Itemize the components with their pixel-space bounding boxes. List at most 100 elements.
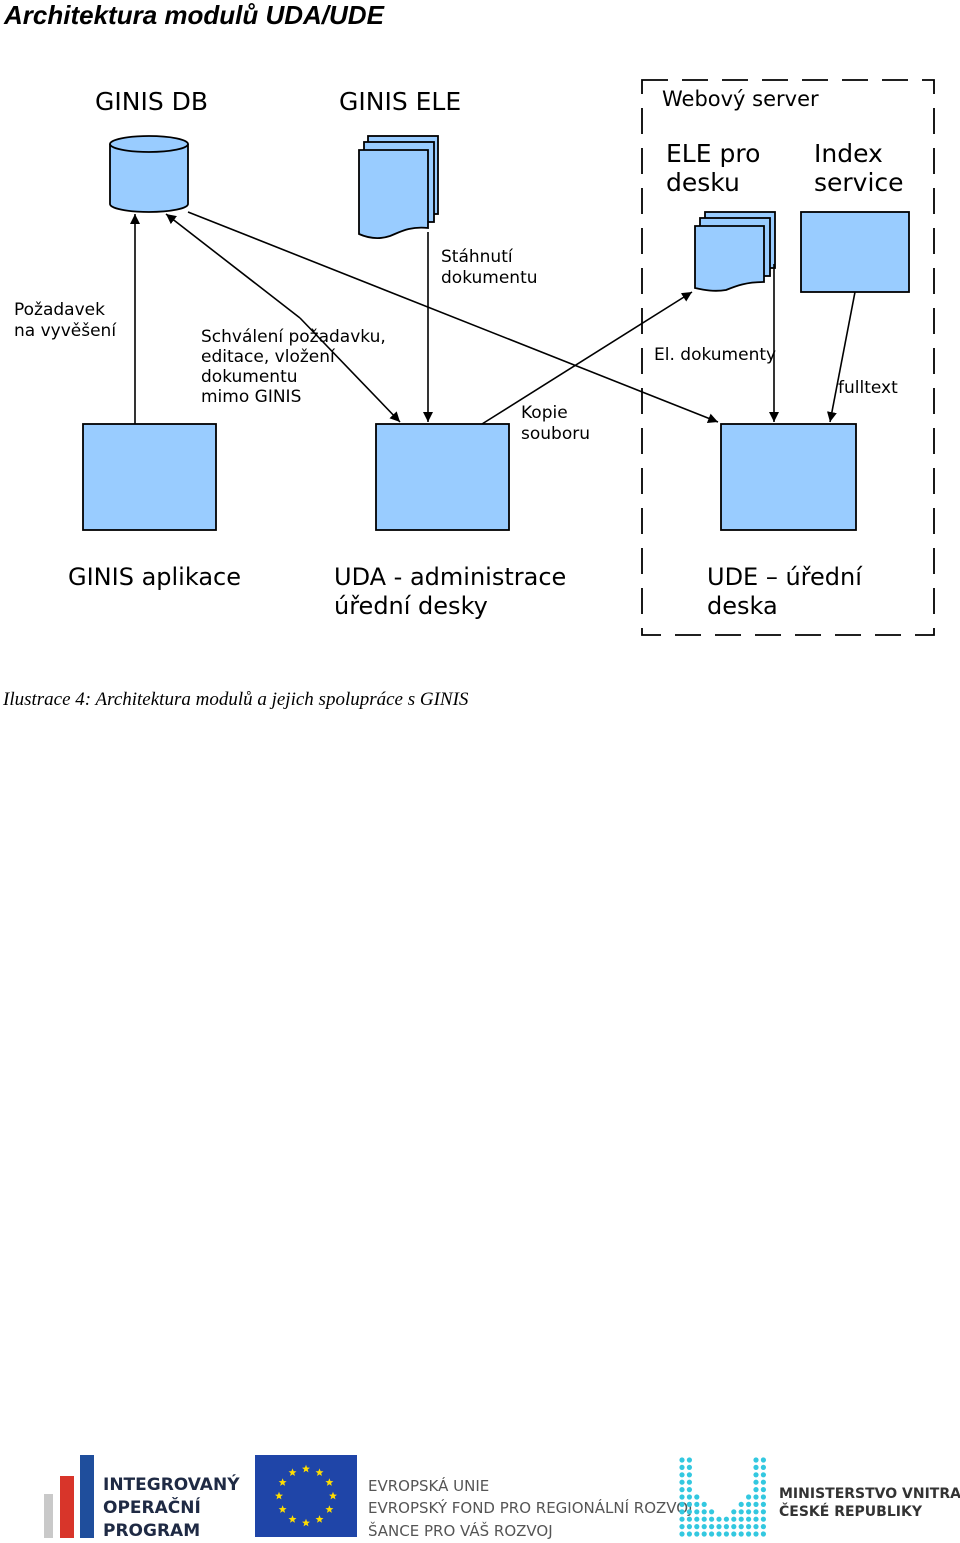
document-stack-icon (358, 135, 439, 240)
mv-dot-icon (709, 1531, 715, 1537)
mv-dot-icon (679, 1501, 685, 1507)
eu-star-icon (329, 1491, 337, 1500)
eu-star-icon (278, 1478, 287, 1486)
ginis-aplikace-box (82, 423, 217, 531)
ude-box (720, 423, 857, 531)
index-service-label: Index service (814, 139, 904, 197)
mv-logo-icon (679, 1457, 767, 1537)
eu-star-icon (325, 1478, 334, 1486)
mv-dot-icon (731, 1524, 737, 1530)
svg-text:OPERAČNÍ: OPERAČNÍ (103, 1496, 201, 1518)
mv-dot-icon (694, 1494, 700, 1500)
mv-dot-icon (686, 1509, 693, 1515)
mv-dot-icon (746, 1501, 752, 1507)
eu-star-icon (302, 1464, 310, 1473)
mv-dot-icon (738, 1516, 744, 1522)
mv-dot-icon (679, 1457, 685, 1463)
mv-dot-icon (686, 1487, 693, 1493)
mv-dot-icon (746, 1516, 752, 1522)
mv-dot-icon (694, 1509, 700, 1515)
mv-dot-icon (709, 1509, 715, 1515)
mv-dot-icon (709, 1516, 715, 1522)
mv-dot-icon (701, 1509, 707, 1515)
mv-dot-icon (760, 1501, 767, 1507)
svg-text:MINISTERSTVO VNITRA: MINISTERSTVO VNITRA (779, 1486, 960, 1502)
mv-dot-icon (679, 1479, 685, 1485)
index-service-box (800, 211, 910, 293)
uda-label: UDA - administrace úřední desky (334, 563, 574, 620)
edge-label-fulltext: fulltext (838, 378, 898, 398)
edge-label-pozadavek: Požadavek na vyvěšení (14, 300, 117, 341)
mv-dot-icon (738, 1509, 744, 1515)
mv-dot-icon (686, 1494, 693, 1500)
uda-box (375, 423, 510, 531)
svg-text:EVROPSKÁ UNIE: EVROPSKÁ UNIE (368, 1476, 489, 1495)
architecture-diagram: Webový server GINIS DB GINIS ELE ELE pro… (14, 79, 935, 636)
mv-dot-icon (760, 1457, 767, 1463)
mv-dot-icon (753, 1494, 759, 1500)
mv-dot-icon (760, 1487, 767, 1493)
web-server-label: Webový server (662, 87, 819, 111)
mv-dot-icon (679, 1509, 685, 1515)
mv-dot-icon (753, 1501, 759, 1507)
mv-dot-icon (716, 1516, 722, 1522)
ele-pro-desku-label: ELE pro desku (666, 139, 768, 197)
mv-dot-icon (686, 1479, 693, 1485)
mv-dot-icon (679, 1524, 685, 1530)
eu-star-icon (325, 1505, 334, 1513)
eu-star-icon (288, 1515, 297, 1523)
mv-dot-icon (686, 1531, 693, 1537)
mv-dot-icon (701, 1531, 707, 1537)
edge-label-el-dokumenty: El. dokumenty (654, 345, 776, 365)
mv-dot-icon (760, 1524, 767, 1530)
mv-dot-icon (760, 1516, 767, 1522)
mv-dot-icon (760, 1464, 767, 1470)
mv-dot-icon (760, 1509, 767, 1515)
ude-label: UDE – úřední deska (707, 563, 870, 620)
edge-label-schvaleni: Schválení požadavku, editace, vložení do… (201, 327, 391, 407)
mv-dot-icon (723, 1524, 730, 1530)
mv-dot-icon (746, 1494, 752, 1500)
mv-dot-icon (753, 1457, 759, 1463)
mv-dot-icon (679, 1494, 685, 1500)
mv-dot-icon (753, 1516, 759, 1522)
mv-dot-icon (738, 1531, 744, 1537)
eu-star-icon (278, 1505, 287, 1513)
arrow-schvaleni-up (165, 213, 301, 319)
document-stack-icon (694, 211, 776, 292)
ginis-aplikace-label: GINIS aplikace (68, 563, 241, 591)
mv-dot-icon (746, 1531, 752, 1537)
footer-logos: INTEGROVANÝ OPERAČNÍ PROGRAM EVROPSKÁ UN… (44, 1455, 960, 1541)
database-cylinder-icon (109, 135, 189, 213)
eu-flag-icon (255, 1455, 357, 1537)
mv-dot-icon (679, 1472, 685, 1478)
mv-dot-icon (694, 1516, 700, 1522)
mv-dot-icon (686, 1464, 693, 1470)
mv-dot-icon (731, 1516, 737, 1522)
mv-dot-icon (701, 1501, 707, 1507)
mv-dot-icon (723, 1531, 730, 1537)
mv-dot-icon (760, 1479, 767, 1485)
mv-dot-icon (686, 1457, 693, 1463)
mv-dot-icon (760, 1472, 767, 1478)
svg-text:EVROPSKÝ FOND PRO REGIONÁLNÍ R: EVROPSKÝ FOND PRO REGIONÁLNÍ ROZVOJ (368, 1498, 693, 1517)
mv-dot-icon (723, 1516, 730, 1522)
page-heading: Architektura modulů UDA/UDE (4, 0, 384, 30)
arrow-schvaleni-down (299, 317, 401, 423)
mv-dot-icon (694, 1531, 700, 1537)
mv-dot-icon (679, 1516, 685, 1522)
mv-dot-icon (738, 1501, 744, 1507)
svg-text:ŠANCE PRO VÁŠ ROZVOJ: ŠANCE PRO VÁŠ ROZVOJ (368, 1521, 553, 1540)
figure-caption: Ilustrace 4: Architektura modulů a jejic… (3, 689, 469, 710)
mv-dot-icon (753, 1479, 759, 1485)
eu-star-icon (315, 1515, 324, 1523)
mv-dot-icon (686, 1524, 693, 1530)
mv-dot-icon (716, 1531, 722, 1537)
mv-dot-icon (753, 1531, 759, 1537)
mv-dot-icon (694, 1501, 700, 1507)
web-server-group (641, 79, 935, 636)
mv-dot-icon (738, 1524, 744, 1530)
mv-dot-icon (686, 1472, 693, 1478)
mv-dot-icon (679, 1464, 685, 1470)
edge-label-kopie: Kopie souboru (521, 403, 590, 444)
